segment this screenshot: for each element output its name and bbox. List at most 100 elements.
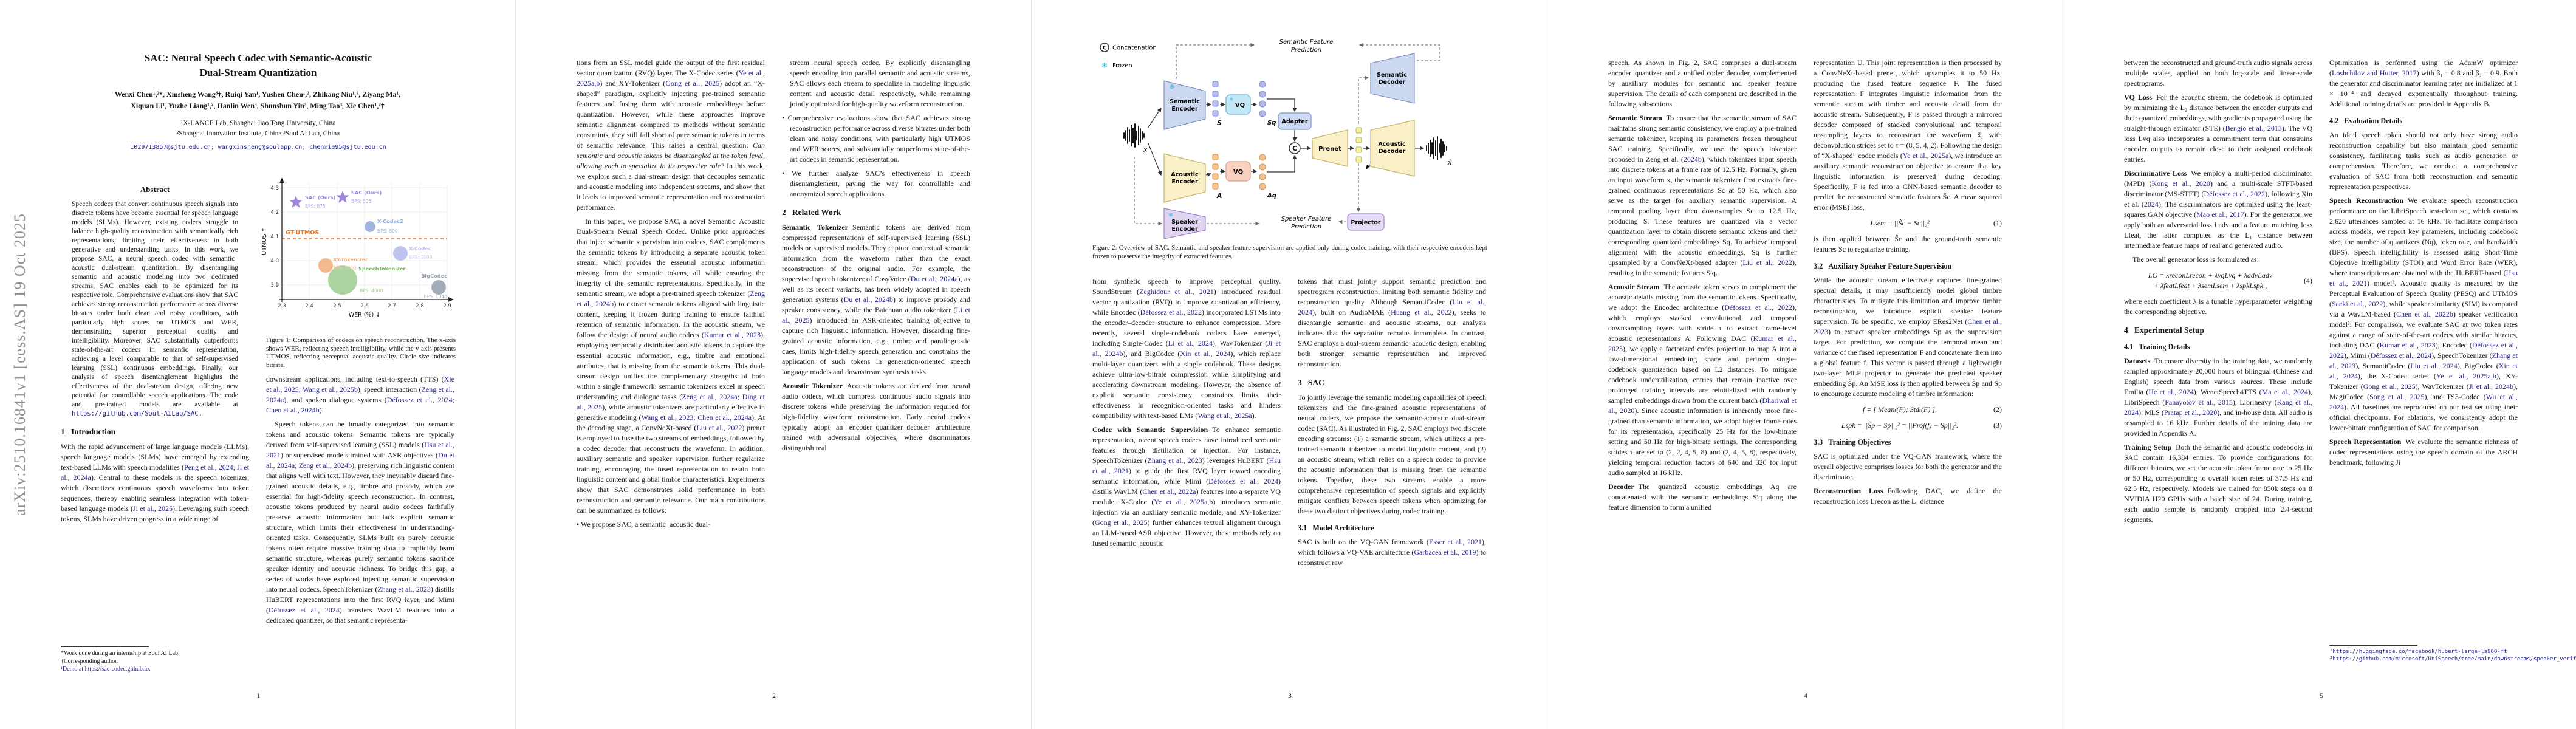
section-4-1-heading: 4.1 Training Details	[2124, 343, 2190, 351]
concat-node	[1289, 142, 1301, 154]
section-3-2-heading: 3.2 Auxiliary Speaker Feature Supervisio…	[1814, 262, 1952, 270]
svg-text:BPS: 1000: BPS: 1000	[409, 255, 433, 260]
acoustic-decoder-label: Acoustic	[1378, 141, 1405, 148]
prenet-label: Prenet	[1318, 146, 1341, 152]
y-tick-labels: 3.94.04.14.24.3	[270, 185, 279, 289]
intro-paragraph: With the rapid advancement of large lang…	[61, 442, 249, 523]
page-number: 2	[772, 691, 776, 700]
bullet-item: • We further analyze SAC’s effectiveness…	[782, 169, 970, 198]
figure-1-caption: Figure 1: Comparison of codecs on speech…	[266, 337, 456, 369]
speaker-encoder-label: Speaker	[1171, 219, 1198, 225]
paragraph: Speech tokens can be broadly categorized…	[266, 420, 454, 625]
code-repo-link[interactable]: https://github.com/Soul-AILab/SAC.	[72, 410, 202, 417]
semantic-decoder-label: Semantic	[1377, 72, 1407, 78]
paragraph: Optimization is performed using the Adam…	[2329, 58, 2518, 108]
page-2: tions from an SSL model guide the output…	[515, 0, 1031, 729]
y-axis-label: UTMOS ↑	[261, 227, 268, 255]
F-label: F	[1366, 163, 1371, 171]
svg-text:2.9: 2.9	[443, 303, 451, 309]
svg-text:XY-Tokenizer: XY-Tokenizer	[333, 256, 368, 262]
svg-text:BPS: 1040: BPS: 1040	[424, 294, 448, 299]
section-4-2-heading: 4.2 Evaluation Details	[2329, 117, 2403, 125]
frozen-legend-icon: ❄	[1101, 61, 1108, 70]
frozen-icon: ❄	[1230, 97, 1234, 102]
semantic-decoder-block	[1370, 53, 1415, 104]
page5-column-right: Optimization is performed using the Adam…	[2329, 58, 2518, 635]
point-labels: SAC (Ours) BPS: 875 SAC (Ours) BPS: 525 …	[305, 190, 447, 299]
concat-legend-icon	[1100, 43, 1109, 52]
paragraph: tions from an SSL model guide the output…	[577, 58, 765, 211]
speaker-encoder-block	[1163, 208, 1206, 239]
Sq-token-circles	[1259, 81, 1266, 117]
point-bigcodec	[431, 280, 446, 295]
svg-text:4.0: 4.0	[270, 258, 279, 264]
footnote-rule	[2329, 645, 2417, 646]
frozen-icon: ❄	[1169, 83, 1174, 91]
page-number: 5	[2320, 691, 2323, 700]
paper-title-line2: Dual-Stream Quantization	[199, 67, 317, 78]
acoustic-decoder-label2: Decoder	[1379, 148, 1406, 155]
x-axis-label: WER (%) ↓	[349, 312, 380, 318]
page3-column-left: from synthetic speech to improve percept…	[1092, 276, 1281, 705]
concat-symbol: C	[1103, 46, 1107, 52]
gt-utmos-label: GT-UTMOS	[286, 230, 319, 236]
semantic-encoder-block	[1163, 80, 1206, 130]
prenet-block	[1312, 129, 1348, 167]
paragraph: tokens that must jointly support semanti…	[1298, 277, 1486, 368]
email-links[interactable]: 1029713857@sjtu.edu.cn; wangxinsheng@sou…	[130, 144, 386, 151]
semantic-decoder-label2: Decoder	[1379, 79, 1406, 86]
bullet-item: • Comprehensive evaluations show that SA…	[782, 114, 970, 163]
input-x-label: x	[1143, 146, 1148, 154]
authors-line2: Xiquan Li¹, Yuzhe Liang¹,², Hanlin Wen³,…	[131, 101, 385, 110]
svg-text:4.2: 4.2	[270, 210, 279, 216]
page-5: between the reconstructed and ground-tru…	[2063, 0, 2576, 729]
speaker-feature-prediction-label2: Prediction	[1291, 224, 1321, 230]
adapter-block	[1278, 112, 1312, 130]
acoustic-vq-label: VQ	[1233, 169, 1243, 176]
equation-4: LG = λreconLrecon + λvqLvq + λadvLadv+ λ…	[2148, 271, 2312, 290]
svg-text:BPS: 525: BPS: 525	[351, 199, 372, 204]
section-4-heading: 4 Experimental Setup	[2124, 326, 2205, 335]
abstract-text: Speech codecs that convert continuous sp…	[72, 200, 238, 417]
footnote-rule	[61, 646, 149, 647]
svg-text:2.4: 2.4	[305, 303, 313, 309]
point-xcodec	[393, 246, 408, 261]
paragraph: downstream applications, including text-…	[266, 375, 454, 414]
S-token-squares	[1212, 81, 1219, 117]
frozen-legend-label: Frozen	[1112, 63, 1132, 69]
paragraph: is then applied between S̃c and the grou…	[1814, 234, 2002, 253]
svg-text:4.3: 4.3	[270, 185, 279, 191]
svg-text:X-Codec: X-Codec	[409, 245, 431, 252]
section-3-3-heading: 3.3 Training Objectives	[1814, 438, 1891, 447]
projector-label: Projector	[1351, 219, 1381, 226]
semantic-vq-block	[1225, 94, 1251, 115]
page4-column-left: speech. As shown in Fig. 2, SAC comprise…	[1608, 58, 1797, 707]
page5-column-left: between the reconstructed and ground-tru…	[2124, 58, 2312, 707]
point-xytokenizer	[318, 258, 333, 273]
svg-text:4.1: 4.1	[270, 234, 279, 240]
affiliation-line2: ²Shanghai Innovation Institute, China ³S…	[176, 130, 340, 137]
footnote-hubert-link[interactable]: ²https://huggingface.co/facebook/hubert-…	[2329, 649, 2507, 655]
footnote-unispeech-link[interactable]: ³https://github.com/microsoft/UniSpeech/…	[2329, 656, 2576, 662]
svg-text:SAC (Ours): SAC (Ours)	[351, 190, 382, 196]
Sq-label: Sq	[1267, 120, 1276, 126]
page1-column-right: downstream applications, including text-…	[266, 374, 454, 702]
output-waveform-icon	[1426, 136, 1447, 160]
paragraph: representation U. This joint representat…	[1814, 58, 2002, 211]
input-waveform-icon	[1123, 123, 1145, 148]
page4-column-right: representation U. This joint representat…	[1814, 58, 2002, 707]
point-sac-875	[289, 196, 303, 208]
frozen-icon: ❄	[1168, 212, 1173, 219]
semantic-feature-prediction-label: Semantic Feature	[1279, 39, 1334, 46]
footnote-demo-link[interactable]: ¹Demo at https://sac-codec.github.io.	[61, 666, 151, 673]
svg-text:BPS: 875: BPS: 875	[305, 204, 326, 209]
svg-text:2.5: 2.5	[333, 303, 341, 309]
Aq-token-circles	[1259, 154, 1266, 190]
figure-2-architecture-diagram: C Concatenation ❄ Frozen x ❄ Semantic En…	[1100, 39, 1452, 239]
